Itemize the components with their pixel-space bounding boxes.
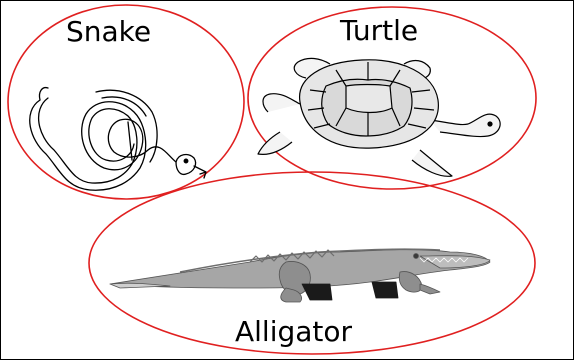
snake-label: Snake	[66, 18, 151, 46]
turtle-label: Turtle	[340, 17, 418, 45]
alligator-label: Alligator	[235, 318, 352, 346]
snake-illustration	[30, 88, 206, 191]
turtle-illustration	[258, 58, 500, 176]
alligator-illustration	[110, 249, 490, 302]
